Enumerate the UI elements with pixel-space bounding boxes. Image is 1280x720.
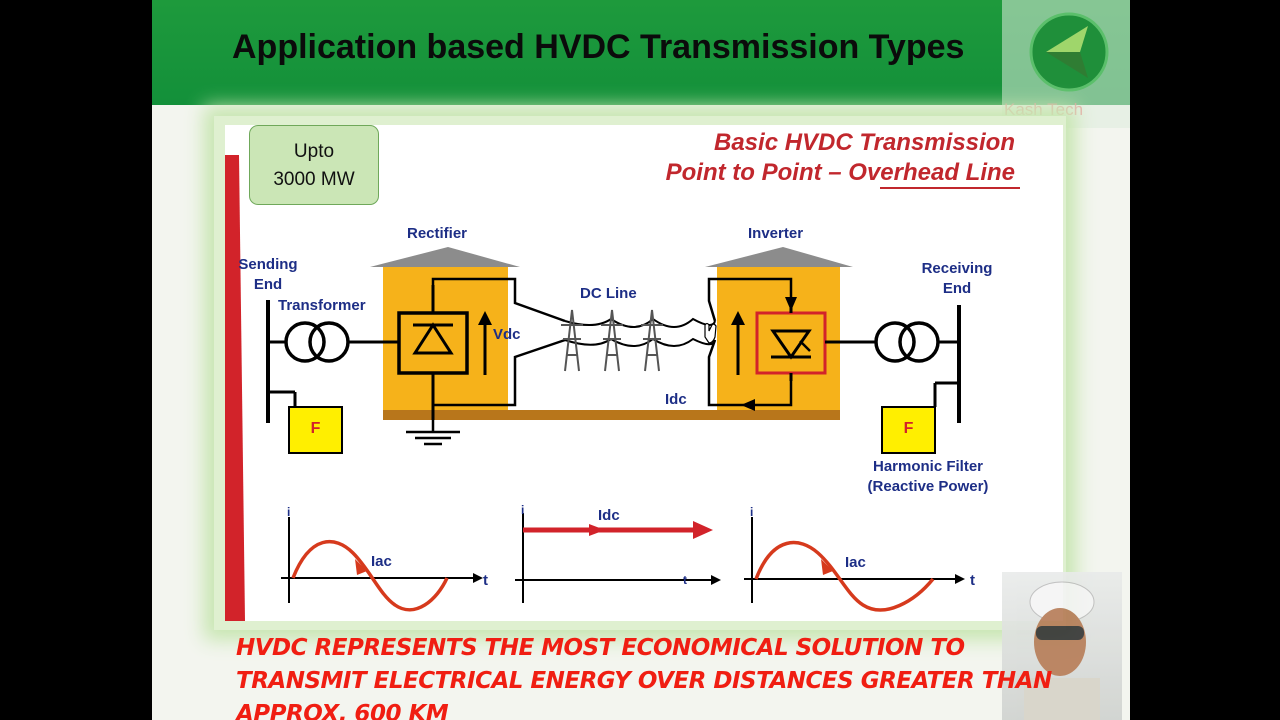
label-receiving: Receiving (921, 260, 993, 277)
right-axis-i-label: i (750, 505, 754, 519)
capacity-line1: Upto (293, 141, 335, 162)
logo-text: Kash Tech (1004, 100, 1084, 119)
diagram-heading-line1: Basic HVDC Transmission (714, 129, 1015, 156)
mid-axis-i-label: i (521, 503, 525, 517)
left-iac-label: Iac (371, 553, 392, 570)
label-sending-end: End (253, 276, 283, 293)
right-filter-label: F (903, 420, 914, 437)
right-axis-t-label: t (970, 572, 975, 589)
rectifier-thyristor-icon (397, 285, 469, 420)
label-harmonic-filter: Harmonic Filter (872, 458, 984, 475)
diagram-heading-line2: Point to Point – Overhead Line (665, 159, 1015, 186)
banner-line1: HVDC represents the most economical solu… (236, 635, 965, 661)
left-axis-t-label: t (483, 572, 488, 589)
label-vdc: Vdc (493, 326, 521, 343)
left-axis-i-label: i (287, 505, 291, 519)
label-reactive-power: (Reactive Power) (867, 478, 989, 495)
heading-underline (880, 187, 1020, 189)
label-transformer: Transformer (278, 297, 366, 314)
dc-line-towers-icon (561, 309, 716, 372)
red-side-strip (225, 155, 245, 621)
sending-transformer-icon (284, 321, 350, 363)
left-filter-box (288, 406, 343, 454)
label-inverter: Inverter (748, 225, 804, 242)
hand-cursor-icon (704, 322, 717, 344)
capacity-line2: 3000 MW (273, 169, 355, 190)
middle-dc-waveform (515, 513, 721, 603)
kashtech-logo: Kash Tech (1002, 0, 1130, 128)
banner-line3: approx. 600 km (236, 701, 449, 720)
right-iac-label: Iac (845, 554, 866, 571)
logo-mark-icon (1029, 12, 1109, 92)
banner-line2: transmit electrical energy over distance… (236, 668, 1052, 694)
inverter-roof (705, 247, 853, 267)
right-ac-waveform (744, 517, 965, 612)
presenter-webcam (1002, 572, 1122, 720)
presenter-photo-icon (1024, 581, 1100, 720)
banner-text: HVDC represents the most economical solu… (236, 632, 1116, 720)
ground-icon (406, 420, 460, 446)
receiving-transformer-icon (874, 321, 940, 363)
rectifier-station (383, 267, 508, 412)
ground-return (383, 410, 840, 420)
right-filter-box (881, 406, 936, 454)
label-receiving-end: End (942, 280, 972, 297)
mid-idc-label: Idc (598, 507, 620, 524)
hvdc-diagram: Upto 3000 MW Basic HVDC Transmission Poi… (225, 125, 1063, 621)
slide-header: Application based HVDC Transmission Type… (152, 0, 1130, 128)
slide: Application based HVDC Transmission Type… (152, 0, 1130, 720)
label-idc: Idc (665, 391, 687, 408)
label-dc-line: DC Line (580, 285, 637, 302)
left-ac-waveform (281, 517, 483, 612)
slide-title: Application based HVDC Transmission Type… (232, 28, 965, 66)
capacity-badge: Upto 3000 MW (249, 125, 379, 205)
rectifier-roof (370, 247, 520, 267)
left-filter-label: F (310, 420, 321, 437)
label-rectifier: Rectifier (407, 225, 468, 242)
label-sending: Sending (238, 256, 298, 273)
mid-axis-t-label: t (683, 573, 687, 587)
diagram-drawing (266, 247, 965, 612)
